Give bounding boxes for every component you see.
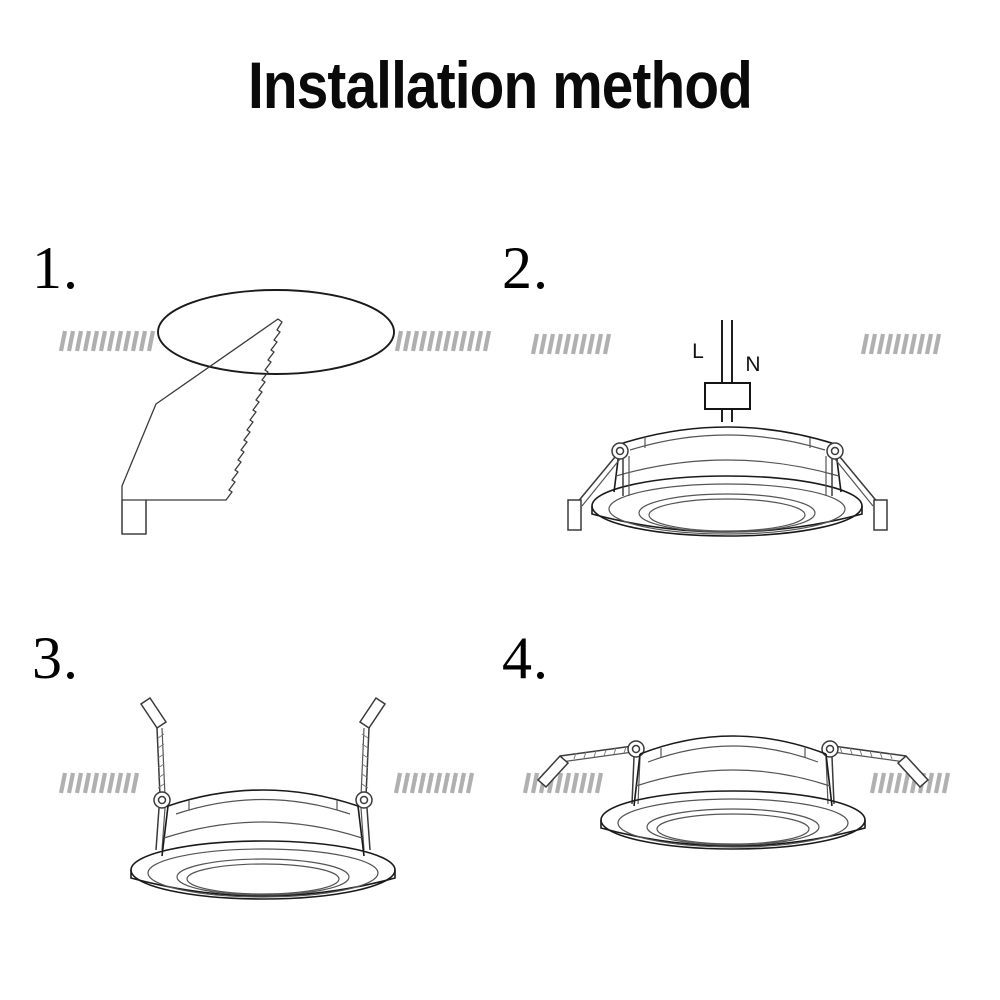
saw-handle xyxy=(121,499,147,535)
spring-clip-left-raised xyxy=(139,696,171,851)
step-2-number: 2. xyxy=(502,235,549,301)
spring-clip-right-released xyxy=(821,740,930,805)
ceiling-hatching-left xyxy=(58,330,156,352)
terminal-connector-block xyxy=(704,382,751,410)
ceiling-hatching-left xyxy=(522,772,604,794)
spring-clip-left xyxy=(567,442,630,531)
step-3-fold-springs-and-insert: 3. xyxy=(28,628,498,958)
step-2-connect-wiring: 2. xyxy=(498,238,968,568)
downlight-body-recessed xyxy=(600,735,866,850)
step-4-number: 4. xyxy=(502,625,549,691)
step-1-number: 1. xyxy=(32,235,79,301)
step-3-figure xyxy=(28,628,498,958)
ceiling-hatching-right xyxy=(394,330,492,352)
step-1-figure xyxy=(28,238,498,568)
step-4-figure xyxy=(498,628,968,958)
spring-clip-right xyxy=(825,442,888,531)
ceiling-hatching-left xyxy=(530,333,612,355)
ceiling-hatching-left xyxy=(58,772,140,794)
step-4-seated-in-ceiling: 4. xyxy=(498,628,968,958)
live-wire-label: L xyxy=(692,340,704,363)
spring-clip-right-raised xyxy=(355,696,387,851)
downlight-body xyxy=(130,789,396,900)
ceiling-hatching-right xyxy=(860,333,942,355)
page-title: Installation method xyxy=(248,48,753,122)
saw-blade xyxy=(121,318,283,535)
downlight-body xyxy=(591,426,863,537)
cut-hole-ellipse xyxy=(157,289,395,375)
spring-clip-left-released xyxy=(536,740,645,805)
step-2-figure: L N xyxy=(498,238,968,568)
neutral-wire-label: N xyxy=(745,353,760,376)
step-1-cut-ceiling-hole: 1. xyxy=(28,238,498,568)
ceiling-hatching-right xyxy=(393,772,475,794)
step-3-number: 3. xyxy=(32,625,79,691)
